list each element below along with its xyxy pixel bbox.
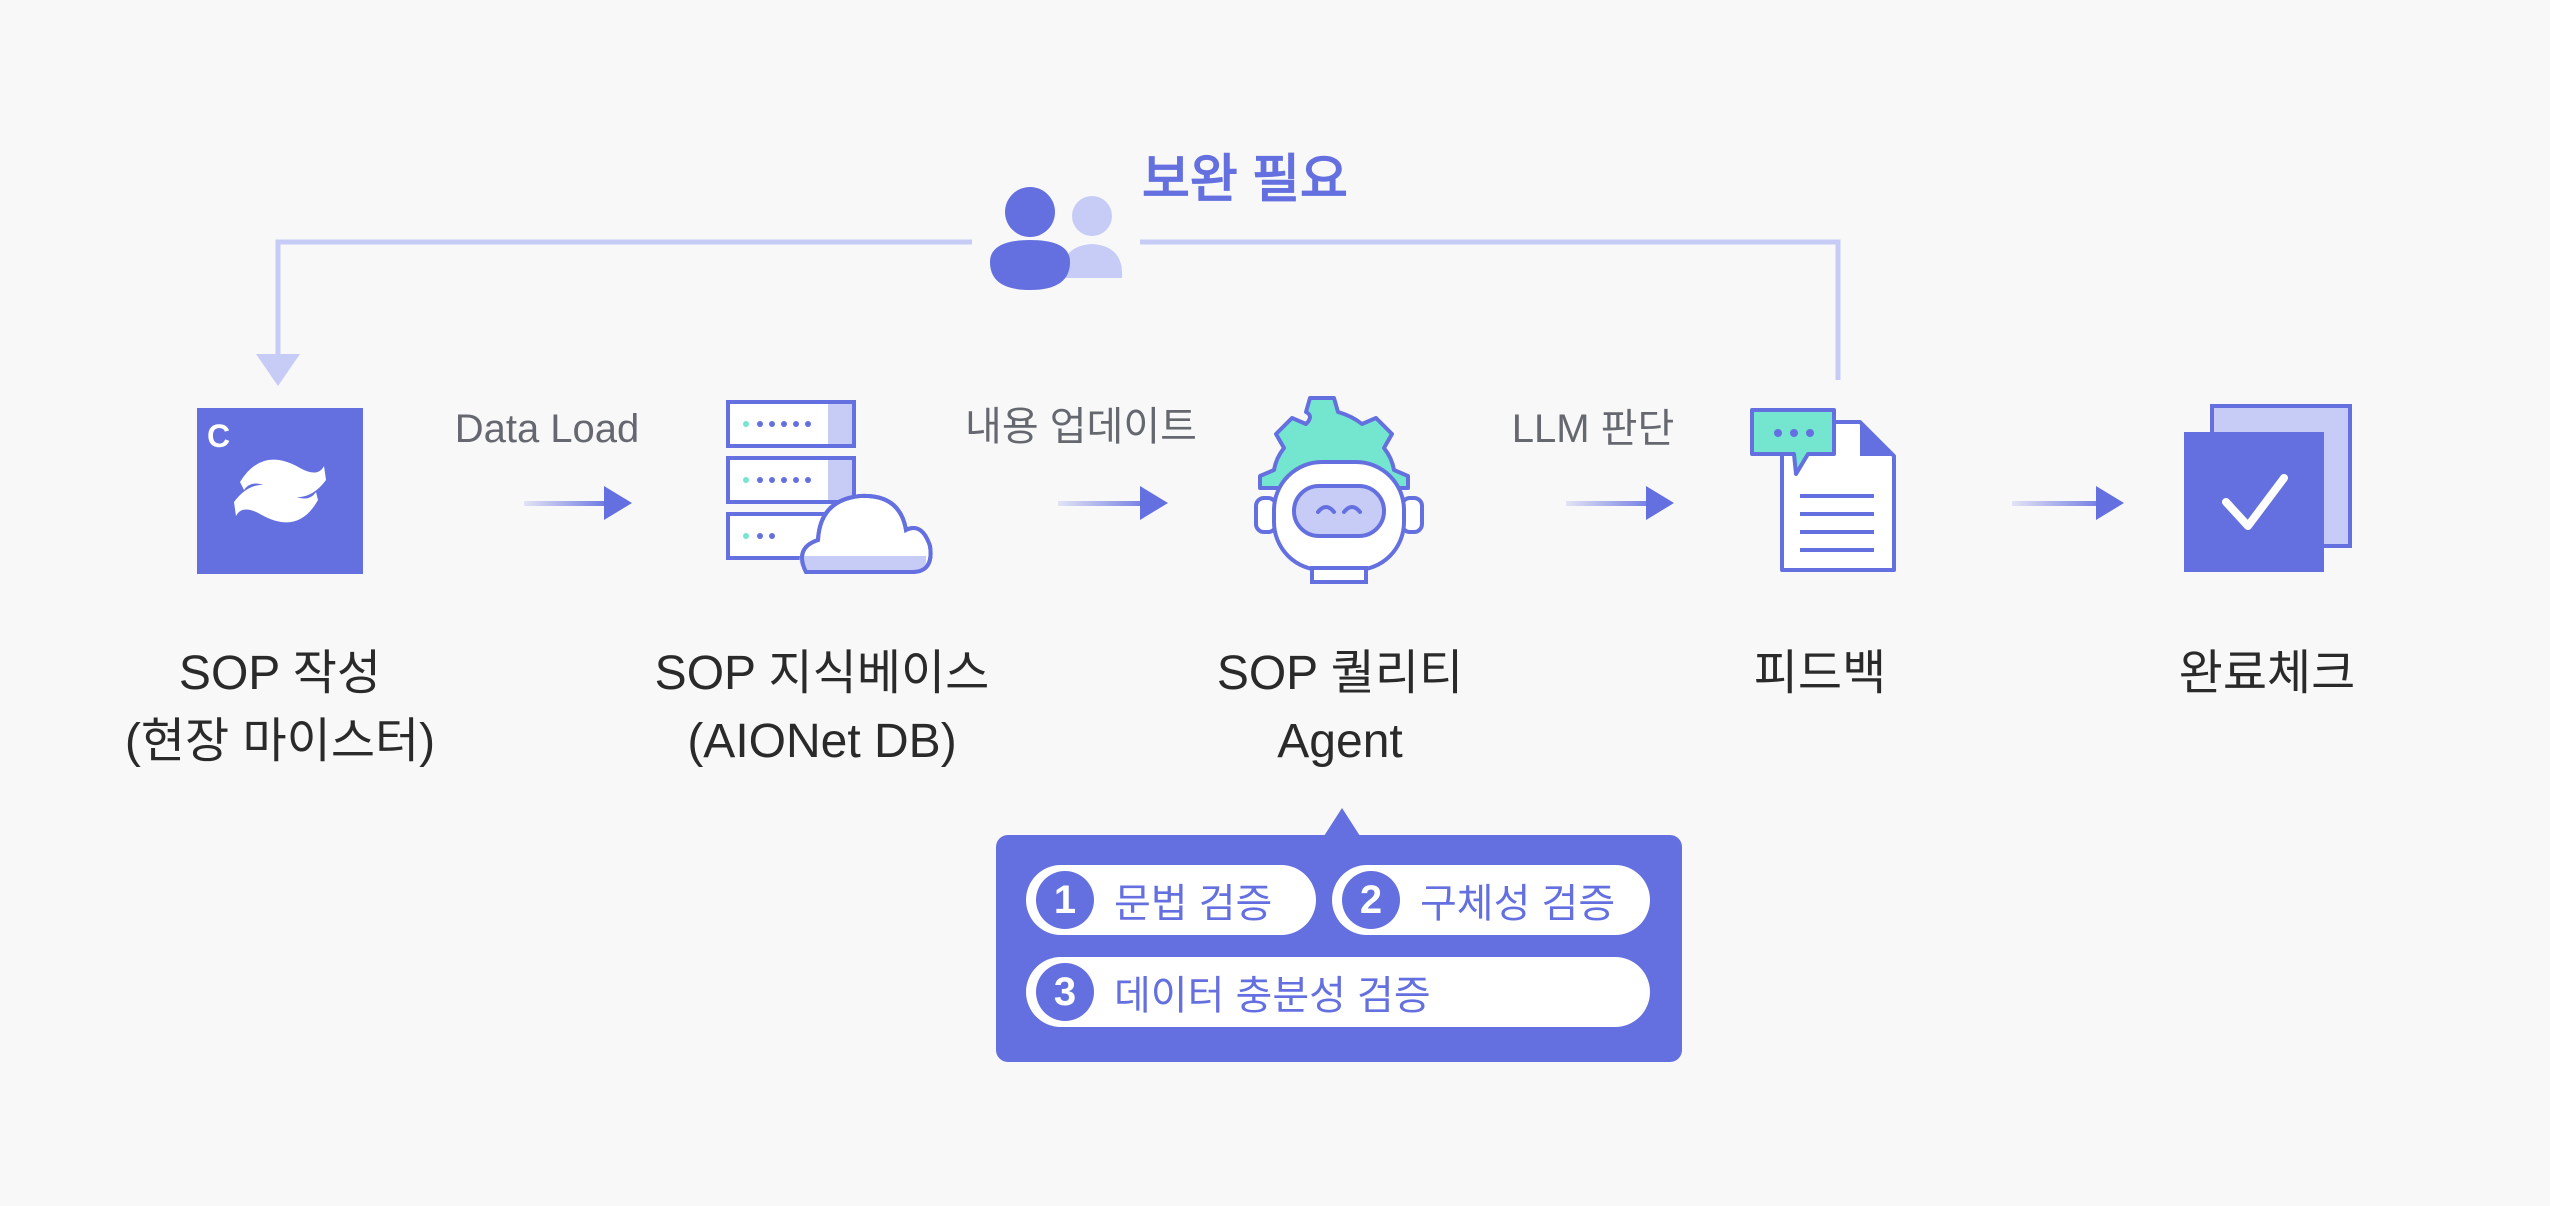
callout-pointer: [1324, 808, 1360, 836]
step-number-badge: 2: [1342, 871, 1400, 929]
people-icon: [990, 187, 1123, 290]
arrow-to-complete: [2012, 486, 2124, 520]
confluence-icon: C: [197, 408, 363, 574]
loop-label: 보완 필요: [1142, 151, 1348, 209]
node-label-complete-check: 완료체크: [2067, 640, 2467, 708]
node-label-line: (현장 마이스터): [124, 715, 436, 768]
agent-checks-callout: 1 문법 검증 2 구체성 검증 3 데이터 충분성 검증: [996, 835, 1682, 1062]
node-label-line: 완료체크: [2178, 647, 2356, 700]
node-label-line: Agent: [1277, 715, 1403, 768]
node-label-feedback: 피드백: [1620, 640, 2020, 708]
checklist-icon: [2184, 404, 2352, 572]
check-pill-data-sufficiency: 3 데이터 충분성 검증: [1026, 957, 1650, 1027]
edge-label-data-load: Data Load: [454, 407, 640, 451]
node-label-sop-write: SOP 작성 (현장 마이스터): [80, 640, 480, 776]
confluence-letter: C: [207, 418, 230, 454]
check-pill-specificity: 2 구체성 검증: [1332, 865, 1650, 935]
arrow-content-update: [1058, 486, 1168, 520]
check-label: 구체성 검증: [1420, 882, 1616, 926]
node-label-line: SOP 지식베이스: [654, 647, 990, 700]
check-label: 문법 검증: [1114, 882, 1273, 926]
robot-gear-icon: [1254, 396, 1424, 584]
node-label-line: (AIONet DB): [687, 715, 957, 768]
node-label-knowledge-base: SOP 지식베이스 (AIONet DB): [622, 640, 1022, 776]
node-label-line: SOP 퀄리티: [1216, 647, 1464, 700]
node-label-quality-agent: SOP 퀄리티 Agent: [1140, 640, 1540, 776]
edge-label-content-update: 내용 업데이트: [965, 405, 1197, 449]
edge-label-llm-judgement: LLM 판단: [1511, 407, 1675, 451]
node-label-line: 피드백: [1753, 647, 1887, 700]
document-chat-icon: [1750, 408, 1896, 572]
check-pill-grammar: 1 문법 검증: [1026, 865, 1316, 935]
server-cloud-icon: [726, 400, 933, 574]
node-label-line: SOP 작성: [178, 647, 382, 700]
arrow-data-load: [524, 486, 632, 520]
arrow-llm-judgement: [1566, 486, 1674, 520]
step-number-badge: 1: [1036, 871, 1094, 929]
step-number-badge: 3: [1036, 963, 1094, 1021]
check-label: 데이터 충분성 검증: [1114, 974, 1431, 1018]
feedback-loop-connector: [256, 239, 1841, 386]
